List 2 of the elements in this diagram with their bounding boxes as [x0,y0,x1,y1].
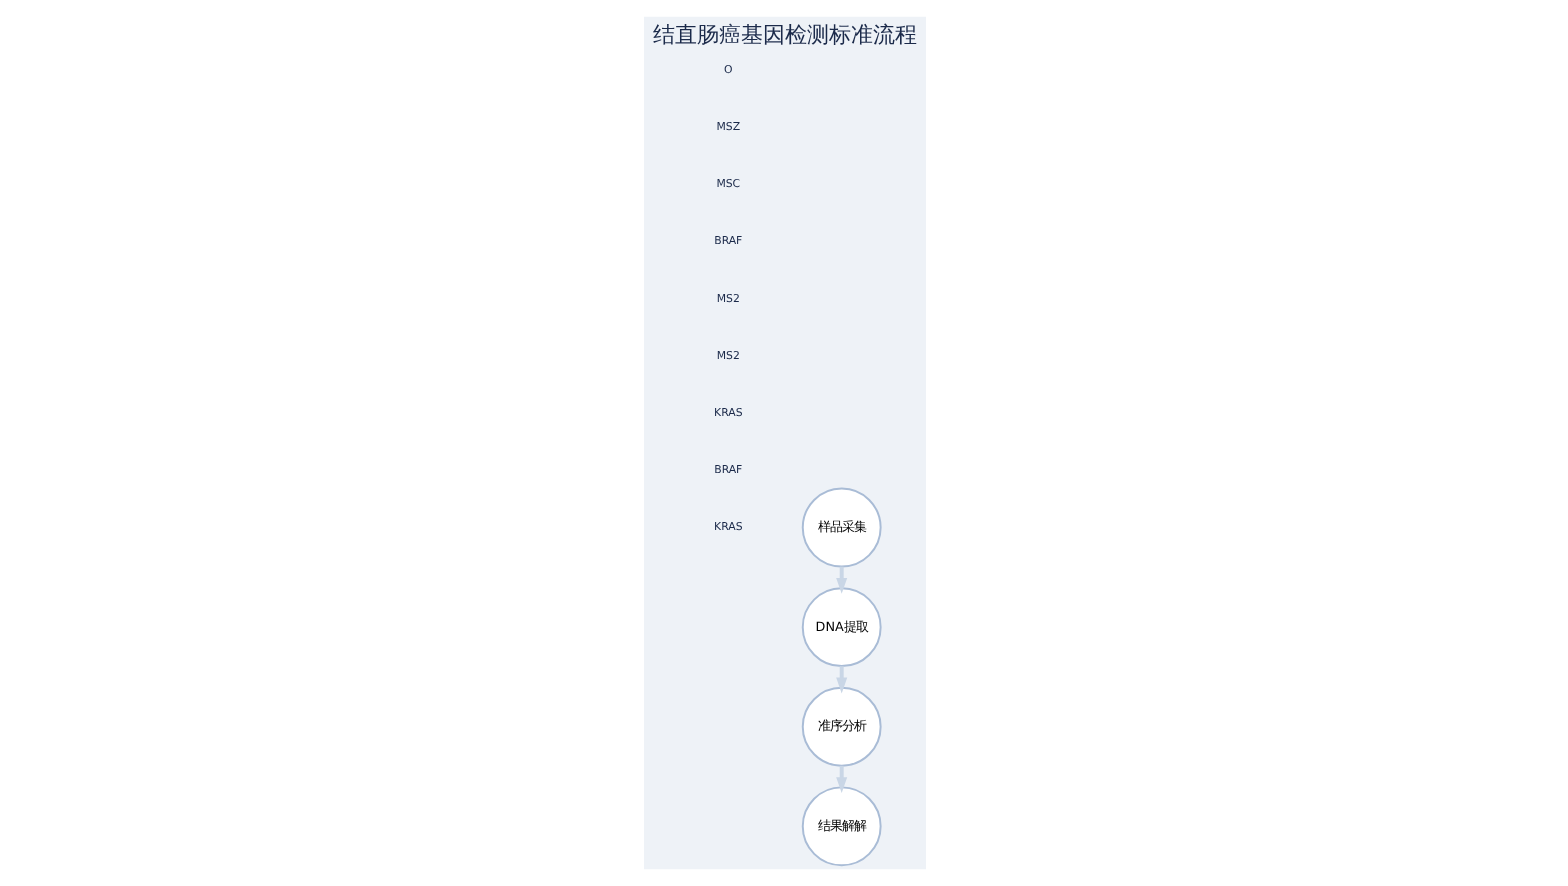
diagram-title: 结直肠癌基因检测标准流程 [652,22,916,49]
arrow [835,666,847,694]
